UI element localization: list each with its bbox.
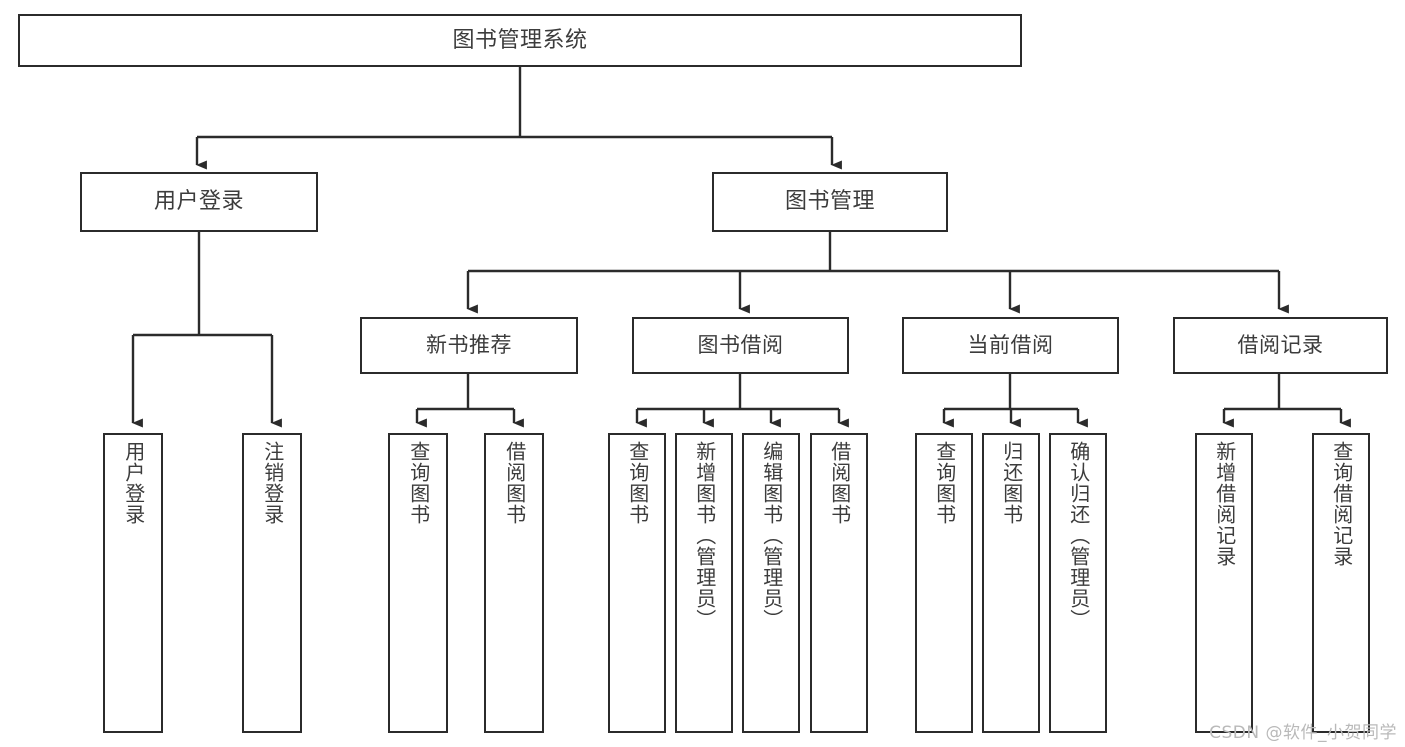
leaf-user-login[interactable]: 用户登录 [103, 433, 163, 733]
node-book-borrow-label: 图书借阅 [697, 333, 784, 358]
leaf-bb-edit-book-admin-label: 编辑图书（管理员） [759, 441, 784, 630]
node-book-borrow[interactable]: 图书借阅 [632, 317, 849, 374]
node-current-borrow[interactable]: 当前借阅 [902, 317, 1119, 374]
leaf-br-query-record-label: 查询借阅记录 [1329, 441, 1354, 567]
leaf-cb-confirm-return-admin[interactable]: 确认归还（管理员） [1049, 433, 1107, 733]
node-borrow-records[interactable]: 借阅记录 [1173, 317, 1388, 374]
node-current-borrow-label: 当前借阅 [967, 333, 1054, 358]
leaf-nbr-borrow-books-label: 借阅图书 [502, 441, 527, 525]
leaf-nbr-borrow-books[interactable]: 借阅图书 [484, 433, 544, 733]
node-root[interactable]: 图书管理系统 [18, 14, 1022, 67]
leaf-logout[interactable]: 注销登录 [242, 433, 302, 733]
leaf-br-query-record[interactable]: 查询借阅记录 [1312, 433, 1370, 733]
leaf-logout-label: 注销登录 [260, 441, 285, 525]
leaf-bb-borrow-books[interactable]: 借阅图书 [810, 433, 868, 733]
leaf-bb-query-books-label: 查询图书 [625, 441, 650, 525]
csdn-watermark: CSDN @软件_小贺同学 [1209, 723, 1397, 743]
node-new-book-recommend[interactable]: 新书推荐 [360, 317, 578, 374]
node-book-management-label: 图书管理 [784, 189, 875, 215]
node-book-management[interactable]: 图书管理 [712, 172, 948, 232]
node-new-book-recommend-label: 新书推荐 [426, 333, 512, 358]
leaf-bb-edit-book-admin[interactable]: 编辑图书（管理员） [742, 433, 800, 733]
leaf-bb-query-books[interactable]: 查询图书 [608, 433, 666, 733]
leaf-br-add-record[interactable]: 新增借阅记录 [1195, 433, 1253, 733]
leaf-cb-confirm-return-admin-label: 确认归还（管理员） [1066, 441, 1091, 630]
leaf-bb-borrow-books-label: 借阅图书 [827, 441, 852, 525]
node-user-login[interactable]: 用户登录 [80, 172, 318, 232]
leaf-cb-query-books[interactable]: 查询图书 [915, 433, 973, 733]
leaf-bb-add-book-admin-label: 新增图书（管理员） [692, 441, 717, 630]
leaf-nbr-query-books[interactable]: 查询图书 [388, 433, 448, 733]
leaf-cb-return-books-label: 归还图书 [999, 441, 1024, 525]
leaf-nbr-query-books-label: 查询图书 [406, 441, 431, 525]
leaf-user-login-label: 用户登录 [121, 441, 146, 525]
leaf-bb-add-book-admin[interactable]: 新增图书（管理员） [675, 433, 733, 733]
node-root-label: 图书管理系统 [452, 27, 588, 53]
node-user-login-label: 用户登录 [153, 189, 244, 215]
leaf-cb-return-books[interactable]: 归还图书 [982, 433, 1040, 733]
node-borrow-records-label: 借阅记录 [1237, 333, 1324, 358]
leaf-cb-query-books-label: 查询图书 [932, 441, 957, 525]
leaf-br-add-record-label: 新增借阅记录 [1212, 441, 1237, 567]
